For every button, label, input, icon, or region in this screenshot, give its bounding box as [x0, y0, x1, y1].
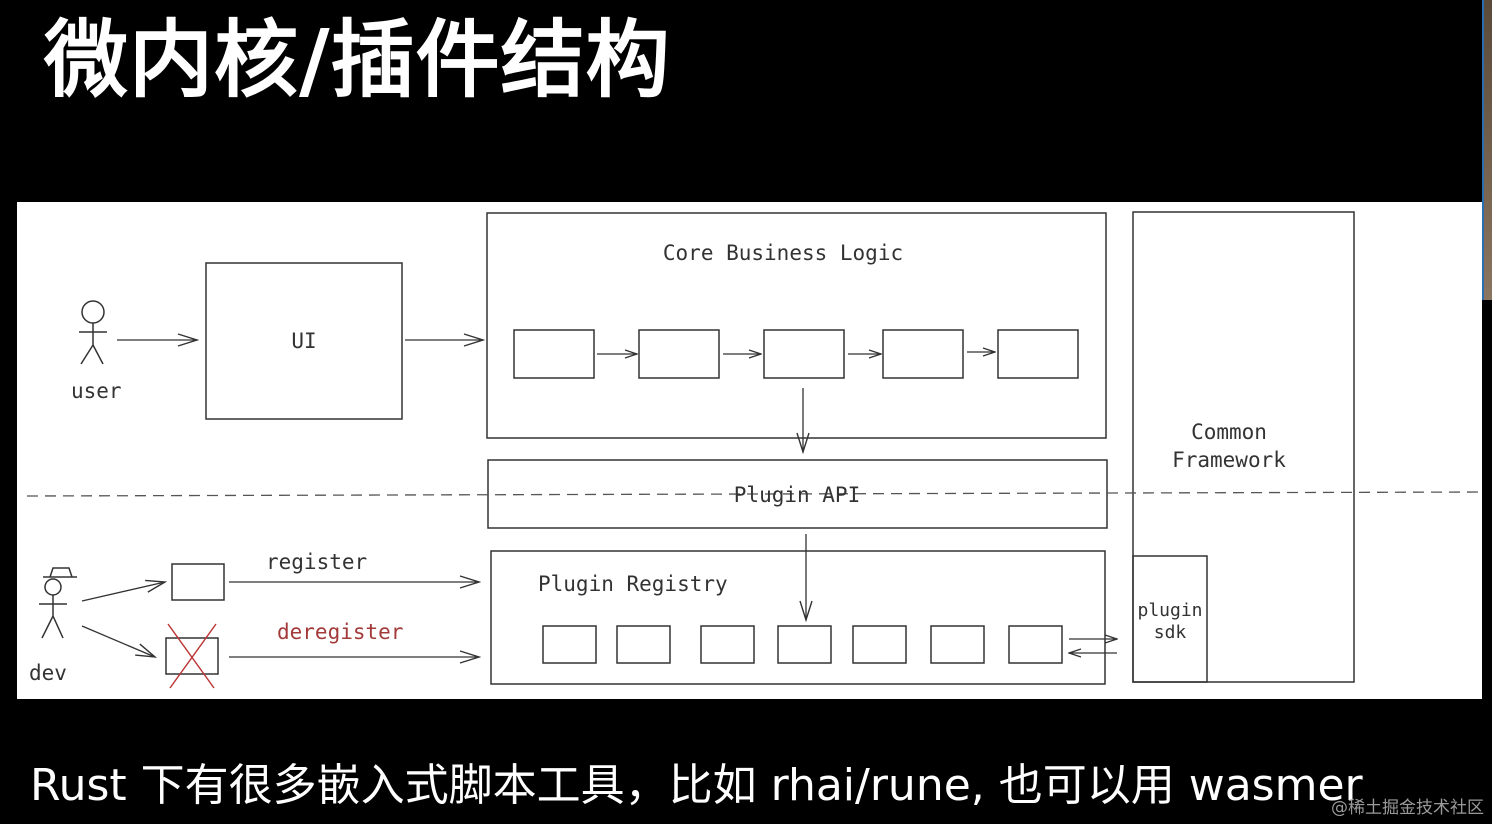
plugin-slot-box — [852, 625, 907, 664]
core-step-box — [638, 329, 720, 379]
common-framework-label-line: Common — [1191, 420, 1267, 444]
core-step-box — [763, 329, 845, 379]
core-step-box — [882, 329, 964, 379]
dev-to-register-box-arrow — [81, 582, 165, 602]
core-step-box — [513, 329, 595, 379]
ui-box — [205, 262, 403, 420]
architecture-diagram: user dev UI Core Business Logic Plugin A… — [26, 211, 1482, 689]
deregister-label: deregister — [277, 620, 403, 644]
plugin-slot-box — [930, 625, 985, 664]
plugin-sdk-box — [1132, 555, 1208, 683]
crossed-out-box-icon — [165, 623, 219, 689]
user-stick-figure-icon — [79, 300, 107, 365]
dev-stick-figure-with-hat-icon — [39, 567, 77, 639]
ui-label: UI — [291, 329, 316, 353]
plugin-sdk-label-line: sdk — [1154, 622, 1187, 643]
common-framework-box — [1132, 211, 1355, 683]
register-plugin-box — [171, 563, 225, 601]
core-step-box — [997, 329, 1079, 379]
core-business-logic-label: Core Business Logic — [663, 241, 903, 265]
video-side-strip — [1482, 0, 1492, 300]
plugin-slot-box — [700, 625, 755, 664]
watermark: @稀土掘金技术社区 — [1331, 798, 1484, 818]
plugin-api-label: Plugin API — [734, 483, 860, 507]
diagram-panel: user dev UI Core Business Logic Plugin A… — [17, 202, 1482, 699]
plugin-api-box — [487, 459, 1108, 529]
dev-to-deregister-box-arrow — [81, 625, 155, 657]
plugin-slot-box — [616, 625, 671, 664]
plugin-sdk-label-line: plugin — [1137, 600, 1202, 621]
plugin-registry-box — [490, 550, 1106, 685]
common-framework-label-line: Framework — [1172, 448, 1286, 472]
video-side-strip-edge — [1482, 0, 1484, 300]
plugin-slot-box — [1008, 625, 1063, 664]
slide-title: 微内核/插件结构 — [44, 11, 671, 109]
user-label: user — [71, 379, 122, 403]
plugin-slot-box — [777, 625, 832, 664]
register-label: register — [266, 550, 367, 574]
kernel-boundary-dashed-line — [26, 491, 1482, 497]
plugin-registry-label: Plugin Registry — [538, 572, 728, 596]
dev-label: dev — [29, 661, 67, 685]
slide-subtitle: Rust 下有很多嵌入式脚本工具，比如 rhai/rune, 也可以用 wasm… — [30, 760, 1363, 811]
plugin-slot-box — [542, 625, 597, 664]
